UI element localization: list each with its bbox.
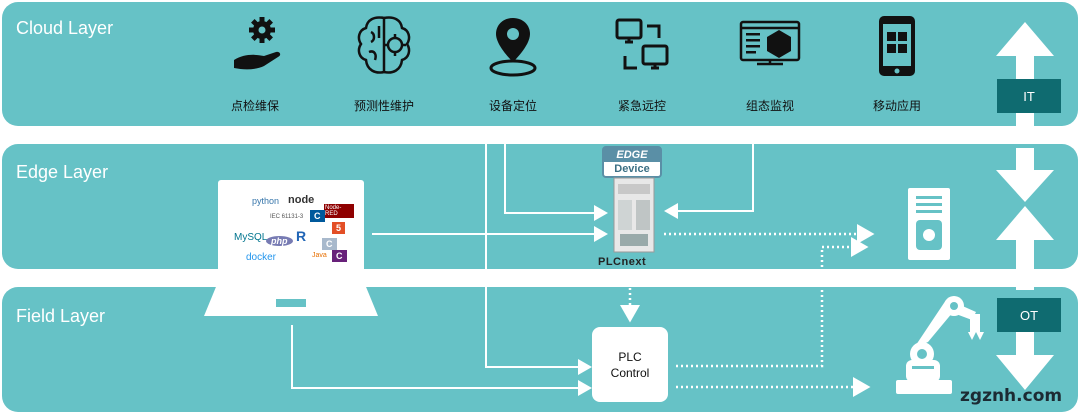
mysql-logo: MySQL	[234, 232, 268, 243]
docker-logo: docker	[246, 252, 277, 263]
ot-badge: OT	[997, 298, 1061, 332]
robot-arm-icon	[896, 296, 984, 394]
service-mobile-app: 移动应用	[842, 12, 952, 114]
service-label: 设备定位	[488, 99, 537, 113]
service-predictive-maintenance: 预测性维护	[329, 12, 439, 114]
server-icon	[908, 188, 950, 260]
node-logo: node	[288, 194, 315, 206]
location-pin-icon	[489, 18, 537, 77]
nodered-logo: Node-RED	[324, 204, 354, 218]
smartphone-icon	[879, 16, 915, 76]
service-label: 紧急远控	[617, 99, 666, 113]
service-label: 点检维保	[230, 99, 279, 113]
service-inspection-maintenance: 点检维保	[200, 12, 310, 114]
python-logo: python	[252, 196, 280, 206]
java-logo: Java	[312, 252, 327, 259]
line-cloud-to-plc	[485, 144, 592, 375]
service-emergency-remote-control: 紧急远控	[587, 12, 697, 114]
brain-gear-icon	[357, 16, 411, 74]
cpp-logo: C	[310, 210, 325, 222]
control-label: Control	[610, 365, 650, 380]
plc-control-box: PLC Control	[592, 327, 668, 402]
edge-tag-line1: EDGE	[604, 148, 660, 162]
edge-device-hardware	[613, 177, 655, 253]
dotted-plc-to-server	[676, 237, 869, 368]
service-label: 组态监视	[745, 99, 794, 113]
it-ot-arrow	[996, 22, 1054, 390]
remote-monitors-icon	[615, 18, 669, 70]
plc-label: PLC	[618, 349, 642, 364]
cloud-layer-title: Cloud Layer	[16, 18, 114, 38]
iec-logo: IEC 61131-3	[270, 214, 304, 220]
html5-logo: 5	[332, 222, 346, 234]
edge-layer	[2, 144, 1078, 269]
service-label: 移动应用	[872, 99, 921, 113]
line-cloud-to-edge-2	[664, 144, 754, 219]
service-label: 预测性维护	[353, 99, 414, 113]
edge-layer-title: Edge Layer	[16, 162, 109, 182]
hand-gear-icon	[234, 17, 281, 70]
line-laptop-to-plc	[291, 325, 592, 396]
plcnext-label: PLCnext	[598, 256, 647, 268]
service-scada-monitoring: 组态监视	[715, 12, 825, 114]
edge-device-tag: EDGE Device	[602, 146, 662, 178]
scada-screen-icon	[739, 20, 801, 66]
watermark-text: zgznh.com	[960, 386, 1063, 406]
service-device-location: 设备定位	[458, 12, 568, 114]
c-logo: C	[322, 238, 337, 250]
php-logo: php	[266, 236, 293, 246]
it-badge: IT	[997, 79, 1061, 113]
edge-tag-line2: Device	[614, 163, 650, 175]
line-cloud-to-edge-1	[504, 144, 608, 221]
csharp-logo: C	[332, 250, 347, 262]
field-layer-title: Field Layer	[16, 306, 106, 326]
r-logo: R	[296, 228, 307, 244]
software-logos: python node Node-RED IEC 61131-3 MySQL p…	[232, 188, 354, 268]
